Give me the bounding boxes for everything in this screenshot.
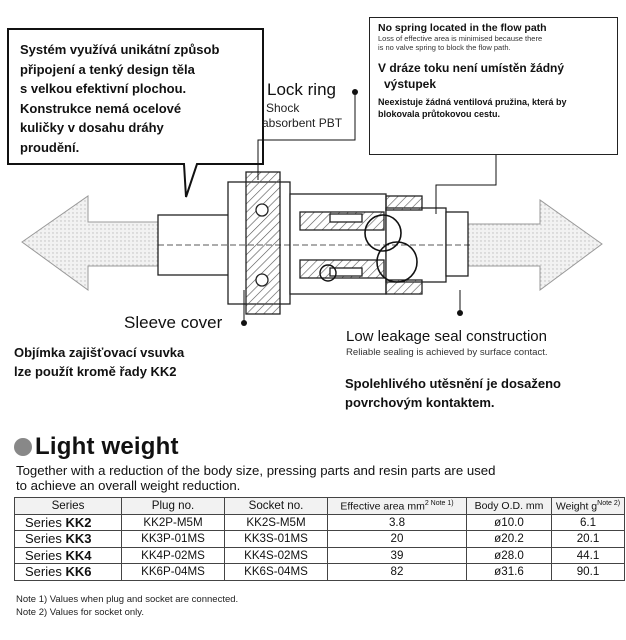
coupling-body: [157, 171, 470, 315]
lock-ring-sub2: absorbent PBT: [262, 116, 343, 130]
cz-text-1: Neexistuje žádná ventilová pružina, kter…: [378, 97, 567, 107]
low-leakage-cz1: Spolehlivého utěsnění je dosaženo: [345, 376, 561, 391]
header-series: Series: [14, 497, 122, 515]
light-weight-title: Light weight: [35, 433, 179, 460]
cell-area: 20: [327, 530, 467, 548]
highlight-circle-small: [319, 264, 337, 282]
header-weight-sup: Note 2): [597, 499, 621, 507]
cell-od: ø10.0: [466, 513, 552, 531]
cell-weight: 44.1: [551, 546, 625, 564]
cell-area: 39: [327, 546, 467, 564]
cell-series: Series KK6: [14, 563, 122, 581]
cell-plug: KK2P-M5M: [121, 513, 225, 531]
series-code: KK6: [65, 564, 92, 580]
sleeve-cover-cz2: lze použít kromě řady KK2: [14, 364, 177, 379]
cz-heading-1: V dráze toku není umístěn žádný: [378, 61, 565, 75]
sleeve-cover-cz1: Objímka zajišťovací vsuvka: [14, 345, 185, 360]
cell-socket: KK3S-01MS: [224, 530, 328, 548]
header-weight-label: Weight g: [555, 500, 598, 512]
light-weight-description: Together with a reduction of the body si…: [16, 463, 596, 493]
series-prefix: Series: [25, 547, 66, 563]
note-1: Note 1) Values when plug and socket are …: [16, 594, 239, 605]
lock-ring-sub1: Shock: [266, 101, 300, 115]
header-area: Effective area mm2 Note 1): [327, 497, 467, 515]
note-2: Note 2) Values for socket only.: [16, 607, 144, 618]
no-spring-sub2: is no valve spring to block the flow pat…: [378, 43, 511, 52]
sleeve-cover-title: Sleeve cover: [124, 313, 223, 332]
cell-series: Series KK3: [14, 530, 122, 548]
cell-socket: KK2S-M5M: [224, 513, 328, 531]
header-area-label: Effective area mm: [340, 500, 425, 512]
low-leakage-dot: [457, 310, 463, 316]
low-leakage-cz2: povrchovým kontaktem.: [345, 395, 495, 410]
cell-weight: 20.1: [551, 530, 625, 548]
cz-heading-2: výstupek: [384, 77, 437, 91]
cell-socket: KK4S-02MS: [224, 546, 328, 564]
header-socket: Socket no.: [224, 497, 328, 515]
cz-text-2: blokovala průtokovou cestu.: [378, 109, 501, 119]
leader-lines: [243, 92, 497, 323]
cell-weight: 90.1: [551, 563, 625, 581]
cell-series: Series KK4: [14, 546, 122, 564]
cell-series: Series KK2: [14, 513, 122, 531]
no-spring-title: No spring located in the flow path: [378, 22, 547, 34]
low-leakage-title: Low leakage seal construction: [346, 328, 547, 345]
header-weight: Weight gNote 2): [551, 497, 625, 515]
table-header-row: Series Plug no. Socket no. Effective are…: [14, 497, 625, 515]
cell-od: ø28.0: [466, 546, 552, 564]
callout-text: Systém využívá unikátní způsob připojení…: [20, 42, 220, 155]
no-spring-sub1: Loss of effective area is minimised beca…: [378, 34, 543, 43]
light-weight-desc1: Together with a reduction of the body si…: [16, 463, 496, 478]
cell-plug: KK6P-04MS: [121, 563, 225, 581]
cell-od: ø31.6: [466, 563, 552, 581]
bullet-icon: [14, 438, 32, 456]
cell-socket: KK6S-04MS: [224, 563, 328, 581]
spec-table: Series Plug no. Socket no. Effective are…: [14, 497, 625, 581]
header-plug: Plug no.: [121, 497, 225, 515]
highlight-circle-bottom: [376, 241, 418, 283]
series-code: KK4: [65, 547, 92, 563]
series-prefix: Series: [25, 514, 66, 530]
cell-plug: KK4P-02MS: [121, 546, 225, 564]
no-spring-box: No spring located in the flow path Loss …: [369, 17, 618, 155]
sleeve-cover-dot: [241, 320, 247, 326]
series-prefix: Series: [25, 531, 66, 547]
cell-weight: 6.1: [551, 513, 625, 531]
series-code: KK2: [65, 514, 92, 530]
header-od: Body O.D. mm: [466, 497, 552, 515]
cell-od: ø20.2: [466, 530, 552, 548]
cell-area: 82: [327, 563, 467, 581]
series-prefix: Series: [25, 564, 66, 580]
series-code: KK3: [65, 531, 92, 547]
header-area-sup: 2 Note 1): [424, 499, 454, 507]
highlight-circle-top: [364, 214, 402, 252]
cell-plug: KK3P-01MS: [121, 530, 225, 548]
cell-area: 3.8: [327, 513, 467, 531]
light-weight-heading: Light weight: [14, 433, 179, 461]
low-leakage-sub: Reliable sealing is achieved by surface …: [346, 347, 548, 358]
notes: Note 1) Values when plug and socket are …: [16, 593, 238, 619]
lock-ring-title: Lock ring: [267, 80, 336, 99]
lock-ring-dot: [352, 89, 358, 95]
light-weight-desc2: to achieve an overall weight reduction.: [16, 478, 241, 493]
